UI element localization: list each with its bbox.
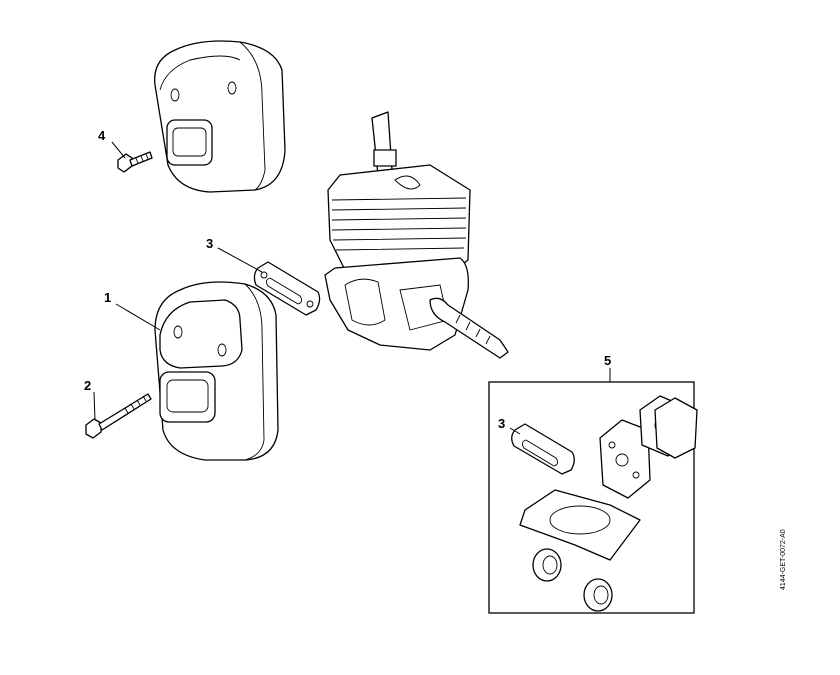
seal-2 xyxy=(583,578,613,612)
screw-2 xyxy=(85,393,152,439)
muffler-cover-top xyxy=(154,40,286,193)
callout-3: 3 xyxy=(206,236,214,251)
engine-cylinder xyxy=(324,111,509,359)
gasket-set-box xyxy=(488,381,698,614)
seal-1 xyxy=(532,548,562,582)
callout-1: 1 xyxy=(104,290,112,305)
callout-4: 4 xyxy=(98,128,106,143)
muffler-1 xyxy=(154,281,279,461)
callout-3-set: 3 xyxy=(498,416,506,431)
gasket-3 xyxy=(253,261,321,316)
callout-5: 5 xyxy=(604,353,612,368)
callout-2: 2 xyxy=(84,378,92,393)
document-id: 4144-GET-0072-A0 xyxy=(780,529,787,590)
screw-4 xyxy=(117,151,153,173)
